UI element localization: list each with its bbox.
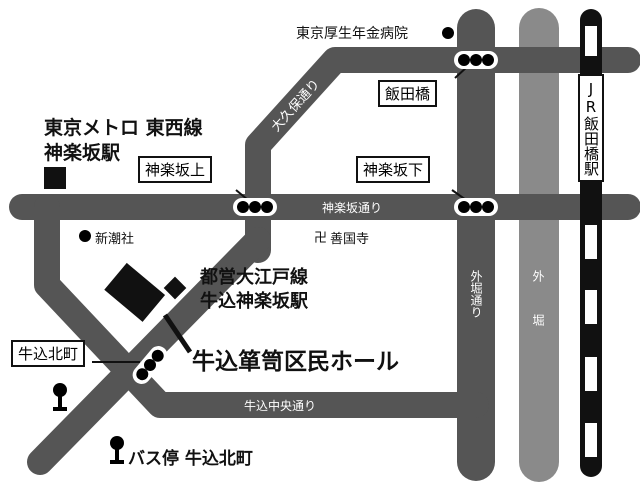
oedo-station-label: 牛込神楽坂駅 xyxy=(200,291,308,312)
bus-stop-icon xyxy=(53,383,67,411)
kagurazaka-ue-label: 神楽坂上 xyxy=(138,156,213,183)
traffic-light-kagurazaka-ue xyxy=(233,198,277,216)
metro-line-label: 東京メトロ 東西線 xyxy=(44,117,203,139)
iidabashi-label: 飯田橋 xyxy=(378,80,438,107)
sotobori-label: 外堀 xyxy=(531,270,545,358)
traffic-light-iidabashi xyxy=(454,51,498,69)
metro-station-label: 神楽坂駅 xyxy=(44,142,121,164)
bus-stop-label: バス停 牛込北町 xyxy=(128,449,253,469)
oedo-exit-marker xyxy=(163,276,187,300)
hospital-label: 東京厚生年金病院 xyxy=(296,26,408,42)
jr-station-label: JR飯田橋駅 xyxy=(578,74,604,182)
oedo-line-label: 都営大江戸線 xyxy=(200,267,308,288)
kagurazaka-shita-label: 神楽坂下 xyxy=(356,156,431,183)
traffic-light-ushigome-kitamachi xyxy=(132,346,168,384)
bus-stop-icon xyxy=(110,436,124,464)
oedo-station-marker xyxy=(104,262,166,322)
venue-pointer xyxy=(162,313,193,354)
ushigome-chuo-dori-road xyxy=(34,194,489,418)
shinchosha-dot xyxy=(79,230,91,242)
venue-label: 牛込箪笥区民ホール xyxy=(192,349,399,375)
diagonal-road xyxy=(27,227,271,475)
zenkokuji-label: 善国寺 xyxy=(330,232,370,247)
temple-icon: 卍 xyxy=(314,231,328,246)
ushigome-chuo-dori-label: 牛込中央通り xyxy=(244,399,317,413)
kagurazaka-dori-label: 神楽坂通り xyxy=(322,201,383,215)
sotobori-dori-label: 外堀通り xyxy=(469,270,483,318)
hospital-dot xyxy=(442,27,454,39)
metro-station-marker xyxy=(44,167,66,189)
traffic-light-kagurazaka-shita xyxy=(454,198,498,216)
ushigome-kitamachi-label: 牛込北町 xyxy=(11,340,86,367)
shinchosha-label: 新潮社 xyxy=(95,232,135,247)
